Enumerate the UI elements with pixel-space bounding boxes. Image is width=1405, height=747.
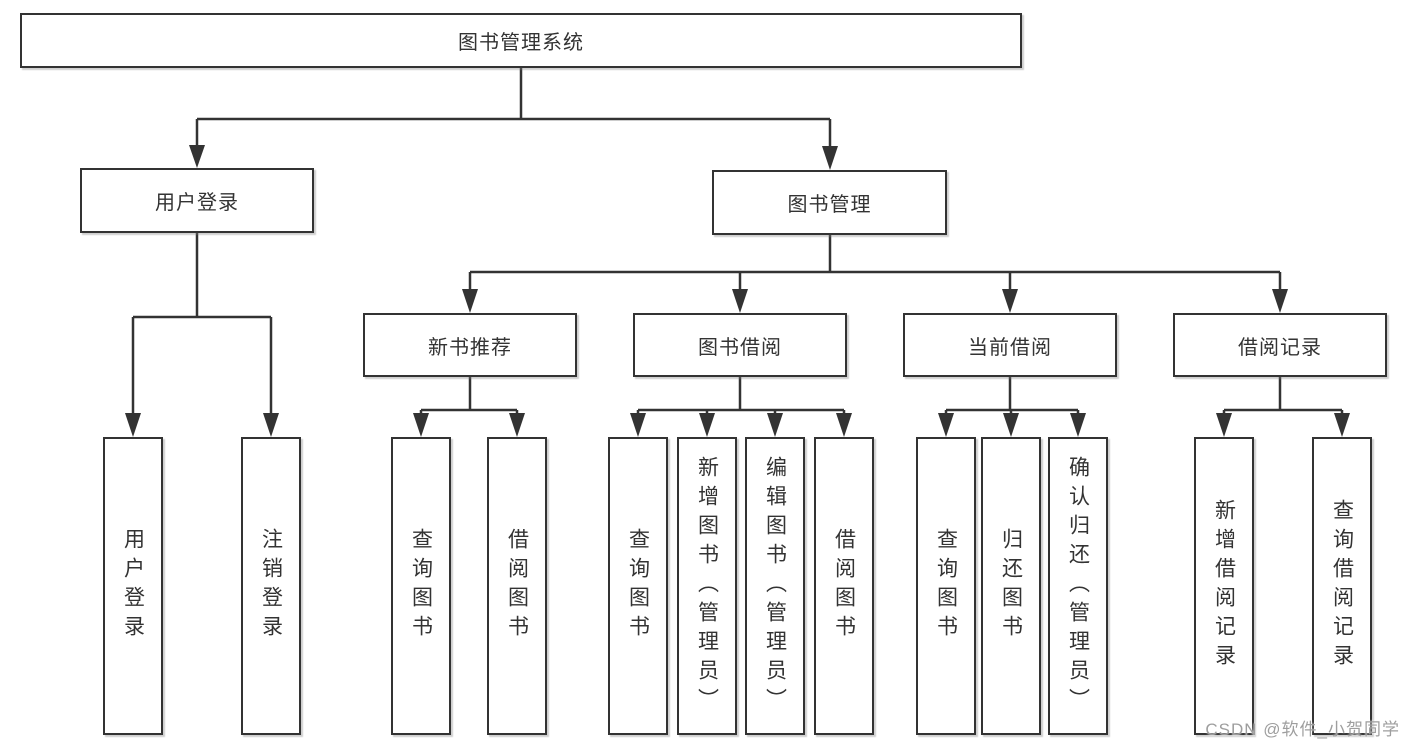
node-leaf-search-borrow-record: 查询借阅记录 [1312,437,1372,735]
arrowheads [125,145,1350,437]
node-leaf-logout: 注销登录 [241,437,301,735]
node-label: 图书管理 [787,194,872,216]
node-label: 新增借阅记录 [1212,499,1236,673]
node-borrowing-records: 借阅记录 [1173,313,1387,377]
csdn-watermark: CSDN @软件_小贺同学 [1205,720,1400,739]
node-label: 借阅图书 [505,528,529,644]
node-label: 查询图书 [934,528,958,644]
node-book-borrowing: 图书借阅 [633,313,847,377]
node-leaf-borrow-books-borrowing: 借阅图书 [814,437,874,735]
node-leaf-search-books-recommend: 查询图书 [391,437,451,735]
node-leaf-add-books-admin: 新增图书（管理员） [677,437,737,735]
node-leaf-search-books-borrowing: 查询图书 [608,437,668,735]
node-leaf-edit-books-admin: 编辑图书（管理员） [745,437,805,735]
node-label: 归还图书 [999,528,1023,644]
node-label: 新书推荐 [428,336,512,359]
node-leaf-add-borrow-record: 新增借阅记录 [1194,437,1254,735]
node-label: 注销登录 [259,528,283,644]
node-label: 新增图书（管理员） [695,455,719,717]
node-label: 当前借阅 [968,336,1052,359]
node-leaf-search-books-current: 查询图书 [916,437,976,735]
node-label: 借阅记录 [1238,336,1322,359]
node-label: 图书管理系统 [458,32,584,54]
node-label: 图书借阅 [698,336,782,359]
node-label: 查询借阅记录 [1330,499,1354,673]
node-leaf-confirm-return-admin: 确认归还（管理员） [1048,437,1108,735]
node-label: 确认归还（管理员） [1066,455,1090,717]
node-label: 查询图书 [626,528,650,644]
node-label: 借阅图书 [832,528,856,644]
node-user-login: 用户登录 [80,168,314,233]
node-library-management-system: 图书管理系统 [20,13,1022,68]
node-label: 用户登录 [121,528,145,644]
node-leaf-borrow-books-recommend: 借阅图书 [487,437,547,735]
node-label: 用户登录 [155,192,239,214]
node-new-book-recommendation: 新书推荐 [363,313,577,377]
node-label: 编辑图书（管理员） [763,455,787,717]
node-leaf-user-login: 用户登录 [103,437,163,735]
connector-paths [131,68,1344,414]
node-book-management: 图书管理 [712,170,947,235]
node-current-borrowing: 当前借阅 [903,313,1117,377]
node-leaf-return-books: 归还图书 [981,437,1041,735]
node-label: 查询图书 [409,528,433,644]
